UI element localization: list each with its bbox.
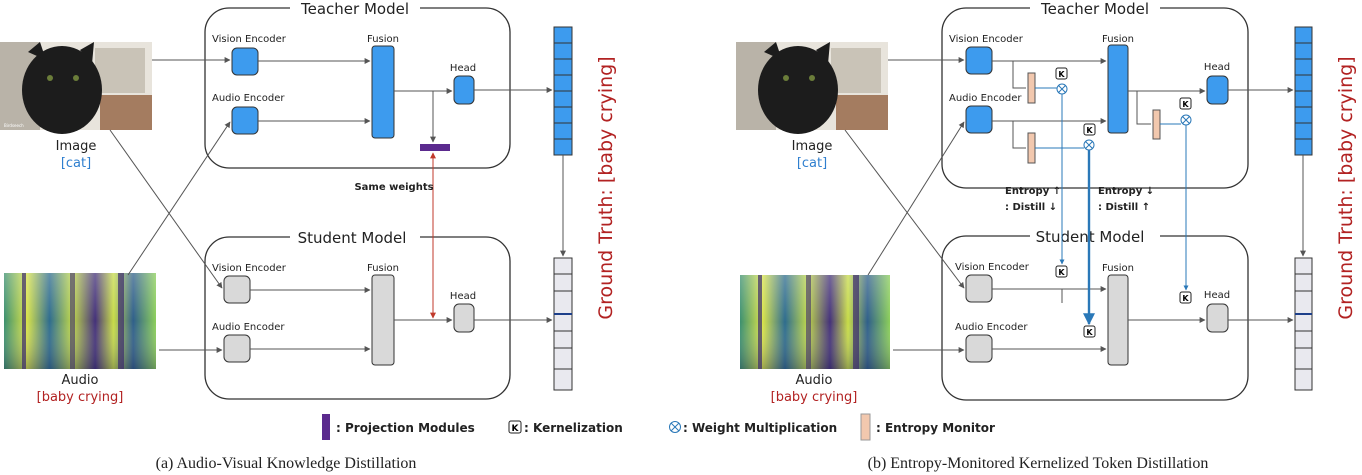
teacher-audio-encoder-a <box>231 106 259 135</box>
entropy-monitor-vision <box>1027 72 1036 104</box>
student-head-label-b: Head <box>1204 290 1230 301</box>
student-title-a: Student Model <box>298 229 407 247</box>
audio-label-b: Audio <box>796 373 833 388</box>
caption-b: (b) Entropy-Monitored Kernelized Token D… <box>868 455 1209 472</box>
teacher-title-b: Teacher Model <box>1040 0 1149 18</box>
legend-weight-icon <box>669 421 681 433</box>
weight-mult-t2 <box>1083 139 1095 151</box>
teacher-fusion-label-a: Fusion <box>367 34 399 45</box>
audio-label-a: Audio <box>62 373 99 388</box>
student-audio-encoder-a <box>223 334 251 363</box>
svg-text:K: K <box>1182 294 1189 303</box>
teacher-audio-encoder-b <box>965 105 993 134</box>
kernel-node-s3: K <box>1179 291 1192 304</box>
panel-a: Birdseech Image [cat] Audio [baby crying… <box>0 0 617 472</box>
teacher-vision-encoder-b <box>965 46 993 75</box>
student-head-b <box>1206 303 1229 333</box>
student-audio-label-a: Audio Encoder <box>212 322 285 333</box>
weight-mult-t1 <box>1056 83 1068 95</box>
teacher-title-a: Teacher Model <box>300 0 409 18</box>
ground-truth-a: Ground Truth: [baby crying] <box>595 56 617 319</box>
teacher-vision-label-b: Vision Encoder <box>949 34 1024 45</box>
image-watermark: Birdseech <box>4 123 24 128</box>
teacher-audio-label-b: Audio Encoder <box>949 93 1022 104</box>
svg-text:K: K <box>1058 268 1065 277</box>
teacher-head-b <box>1206 75 1229 105</box>
teacher-fusion-b <box>1107 44 1129 134</box>
student-fusion-label-b: Fusion <box>1102 263 1134 274</box>
caption-a: (a) Audio-Visual Knowledge Distillation <box>156 455 417 472</box>
teacher-head-label-a: Head <box>450 63 476 74</box>
distill-down-label: : Distill ↓ <box>1005 202 1057 213</box>
legend-entropy-swatch <box>860 413 871 441</box>
weight-mult-t3 <box>1180 114 1192 126</box>
svg-text:K: K <box>1086 126 1093 135</box>
student-output-a <box>553 257 573 391</box>
student-audio-encoder-b <box>965 334 993 363</box>
image-label-b: Image <box>792 139 833 154</box>
student-vision-encoder-b <box>965 274 993 303</box>
audio-class-b: [baby crying] <box>771 390 858 405</box>
teacher-fusion-a <box>371 45 395 139</box>
teacher-fusion-label-b: Fusion <box>1102 34 1134 45</box>
student-output-b <box>1294 257 1313 391</box>
svg-text:K: K <box>1058 70 1065 79</box>
entropy-up-label: Entropy ↑ <box>1005 186 1061 197</box>
student-fusion-label-a: Fusion <box>367 263 399 274</box>
student-fusion-a <box>371 274 395 366</box>
audio-class-a: [baby crying] <box>37 390 124 405</box>
kernel-node-t1: K <box>1055 67 1068 80</box>
svg-text:K: K <box>1086 328 1093 337</box>
teacher-vision-label-a: Vision Encoder <box>212 34 287 45</box>
student-box-b <box>941 235 1249 401</box>
teacher-output-a <box>553 26 573 156</box>
entropy-monitor-audio <box>1027 132 1036 164</box>
image-class-a: [cat] <box>61 156 91 171</box>
kernel-node-t3: K <box>1179 97 1192 110</box>
legend-kernel-icon: K <box>508 420 522 434</box>
svg-text:K: K <box>512 424 520 434</box>
student-vision-encoder-a <box>223 275 251 304</box>
student-head-label-a: Head <box>450 291 476 302</box>
entropy-monitor-fusion <box>1152 109 1161 140</box>
distill-links-b <box>1035 87 1189 326</box>
audio-spectrogram-b <box>740 275 890 369</box>
image-thumbnail-a: Birdseech <box>0 42 152 134</box>
legend-weight-label: : Weight Multiplication <box>683 421 837 435</box>
kernel-node-s1: K <box>1055 265 1068 278</box>
student-vision-label-a: Vision Encoder <box>212 263 287 274</box>
student-audio-label-b: Audio Encoder <box>955 322 1028 333</box>
kernel-node-s2: K <box>1083 325 1096 338</box>
arrows-b <box>844 57 1306 353</box>
student-fusion-b <box>1107 274 1129 366</box>
svg-text:K: K <box>1182 100 1189 109</box>
legend-projection-swatch <box>322 414 330 440</box>
legend-projection-label: : Projection Modules <box>336 421 475 435</box>
legend: : Projection Modules K : Kernelization :… <box>322 413 995 441</box>
teacher-head-a <box>453 75 475 105</box>
teacher-vision-encoder-a <box>231 47 259 76</box>
kernel-node-t2: K <box>1083 123 1096 136</box>
student-head-a <box>453 303 475 333</box>
teacher-head-label-b: Head <box>1204 62 1230 73</box>
image-label-a: Image <box>56 139 97 154</box>
image-thumbnail-b <box>736 42 888 134</box>
teacher-audio-label-a: Audio Encoder <box>212 93 285 104</box>
arrows-a <box>109 57 566 353</box>
distill-up-label: : Distill ↑ <box>1098 202 1150 213</box>
audio-spectrogram-a <box>4 273 156 369</box>
projection-module-a <box>420 144 450 151</box>
image-class-b: [cat] <box>797 156 827 171</box>
student-vision-label-b: Vision Encoder <box>955 262 1030 273</box>
entropy-down-label: Entropy ↓ <box>1098 186 1154 197</box>
same-weights-label: Same weights <box>354 182 433 193</box>
teacher-output-b <box>1294 26 1313 156</box>
legend-kernel-label: : Kernelization <box>524 421 623 435</box>
ground-truth-b: Ground Truth: [baby crying] <box>1335 56 1357 319</box>
legend-entropy-label: : Entropy Monitor <box>876 421 995 435</box>
panel-b: Image [cat] Audio [baby crying] Teacher … <box>736 0 1357 472</box>
